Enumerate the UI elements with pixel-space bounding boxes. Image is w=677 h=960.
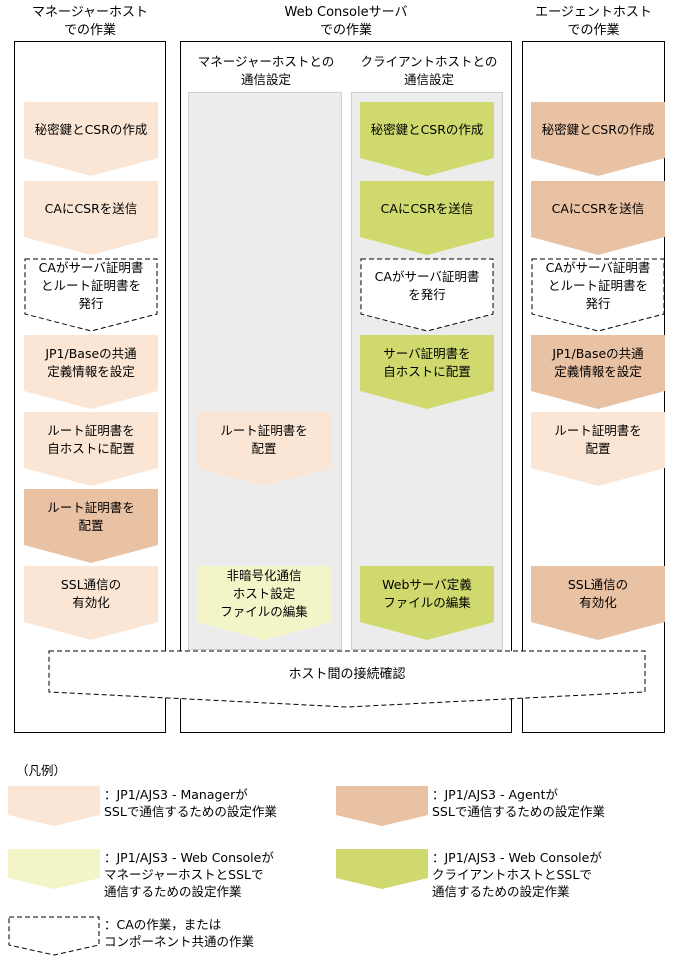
step-manager-3: CAがサーバ証明書 とルート証明書を 発行 <box>24 258 158 332</box>
dashed-pentagon-shape <box>48 650 646 708</box>
step-label: ルート証明書を 配置 <box>47 500 135 533</box>
legend-swatch-web-light <box>8 849 100 889</box>
step-manager-6: ルート証明書を 配置 <box>24 489 158 563</box>
step-web-client-4: サーバ証明書を 自ホストに配置 <box>360 335 494 409</box>
step-label: ルート証明書を 自ホストに配置 <box>47 423 135 456</box>
step-arrow-shape <box>24 489 158 563</box>
step-label: CAがサーバ証明書 を発行 <box>374 269 480 302</box>
step-label: サーバ証明書を 自ホストに配置 <box>383 346 471 379</box>
step-arrow-shape <box>24 258 158 332</box>
step-label: 秘密鍵とCSRの作成 <box>370 122 484 137</box>
step-label: JP1/Baseの共通 定義情報を設定 <box>45 346 137 379</box>
legend-text-manager: ：JP1/AJS3 - Managerが SSLで通信するための設定作業 <box>104 787 277 819</box>
step-label: Webサーバ定義 ファイルの編集 <box>382 577 472 610</box>
step-label: ホスト間の接続確認 <box>288 667 406 682</box>
step-arrow-shape <box>531 412 665 486</box>
step-manager-2: CAにCSRを送信 <box>24 181 158 255</box>
manager-comm-header: マネージャーホストとの 通信設定 <box>197 54 335 87</box>
legend-swatch-web-dark <box>336 849 428 889</box>
step-manager-5: ルート証明書を 自ホストに配置 <box>24 412 158 486</box>
step-arrow-shape <box>8 916 100 956</box>
step-arrow-shape <box>360 102 494 176</box>
step-arrow-shape <box>336 786 428 826</box>
step-web-client-5: Webサーバ定義 ファイルの編集 <box>360 566 494 640</box>
step-agent-2: CAにCSRを送信 <box>531 181 665 255</box>
step-arrow-shape <box>8 786 100 826</box>
step-arrow-shape <box>531 181 665 255</box>
legend-title: （凡例） <box>16 763 67 778</box>
step-arrow-shape <box>531 258 665 332</box>
step-arrow-shape <box>360 181 494 255</box>
step-web-client-2: CAにCSRを送信 <box>360 181 494 255</box>
step-web-mgr-2: 非暗号化通信 ホスト設定 ファイルの編集 <box>197 566 331 640</box>
step-arrow-shape <box>24 566 158 640</box>
header-web-console: Web Consoleサーバ での作業 <box>284 5 408 38</box>
header-agent: エージェントホスト での作業 <box>535 5 652 38</box>
step-agent-3: CAがサーバ証明書 とルート証明書を 発行 <box>531 258 665 332</box>
step-arrow-shape <box>531 335 665 409</box>
legend-text-web-light: ：JP1/AJS3 - Web Consoleが マネージャーホストとSSLで … <box>104 850 274 899</box>
step-arrow-shape <box>8 849 100 889</box>
step-arrow-shape <box>197 566 331 640</box>
step-connection-check: ホスト間の接続確認 <box>48 650 646 708</box>
step-arrow-shape <box>24 412 158 486</box>
step-label: CAがサーバ証明書 とルート証明書を 発行 <box>545 260 651 311</box>
legend-swatch-ca <box>8 916 100 956</box>
step-agent-5: ルート証明書を 配置 <box>531 412 665 486</box>
step-agent-6: SSL通信の 有効化 <box>531 566 665 640</box>
step-arrow-shape <box>531 566 665 640</box>
step-web-mgr-1: ルート証明書を 配置 <box>197 412 331 486</box>
step-label: 非暗号化通信 ホスト設定 ファイルの編集 <box>220 568 308 619</box>
step-label: CAがサーバ証明書 とルート証明書を 発行 <box>38 260 144 311</box>
step-arrow-shape <box>197 412 331 486</box>
step-manager-7: SSL通信の 有効化 <box>24 566 158 640</box>
step-label: 秘密鍵とCSRの作成 <box>34 122 148 137</box>
manager-comm-panel <box>188 92 342 650</box>
step-web-client-1: 秘密鍵とCSRの作成 <box>360 102 494 176</box>
step-arrow-shape <box>360 335 494 409</box>
step-label: CAにCSRを送信 <box>380 201 474 216</box>
step-manager-1: 秘密鍵とCSRの作成 <box>24 102 158 176</box>
step-arrow-shape <box>360 566 494 640</box>
step-label: CAにCSRを送信 <box>551 201 645 216</box>
step-label: CAにCSRを送信 <box>44 201 138 216</box>
step-arrow-shape <box>360 258 494 332</box>
step-arrow-shape <box>24 335 158 409</box>
step-label: ルート証明書を 配置 <box>220 423 308 456</box>
step-web-client-3: CAがサーバ証明書 を発行 <box>360 258 494 332</box>
step-agent-4: JP1/Baseの共通 定義情報を設定 <box>531 335 665 409</box>
header-manager: マネージャーホスト での作業 <box>31 5 149 38</box>
legend-swatch-manager <box>8 786 100 826</box>
step-label: ルート証明書を 配置 <box>554 423 642 456</box>
legend-text-agent: ：JP1/AJS3 - Agentが SSLで通信するための設定作業 <box>432 787 605 819</box>
step-arrow-shape <box>336 849 428 889</box>
step-agent-1: 秘密鍵とCSRの作成 <box>531 102 665 176</box>
step-label: SSL通信の 有効化 <box>567 577 629 610</box>
step-arrow-shape <box>24 181 158 255</box>
step-label: SSL通信の 有効化 <box>60 577 122 610</box>
step-arrow-shape <box>24 102 158 176</box>
step-manager-4: JP1/Baseの共通 定義情報を設定 <box>24 335 158 409</box>
step-label: JP1/Baseの共通 定義情報を設定 <box>552 346 644 379</box>
step-arrow-shape <box>531 102 665 176</box>
legend-text-web-dark: ：JP1/AJS3 - Web Consoleが クライアントホストとSSLで … <box>432 850 602 899</box>
legend-swatch-agent <box>336 786 428 826</box>
client-comm-header: クライアントホストとの 通信設定 <box>360 54 498 87</box>
step-label: 秘密鍵とCSRの作成 <box>541 122 655 137</box>
legend-text-ca: ：CAの作業，または コンポーネント共通の作業 <box>104 917 255 949</box>
